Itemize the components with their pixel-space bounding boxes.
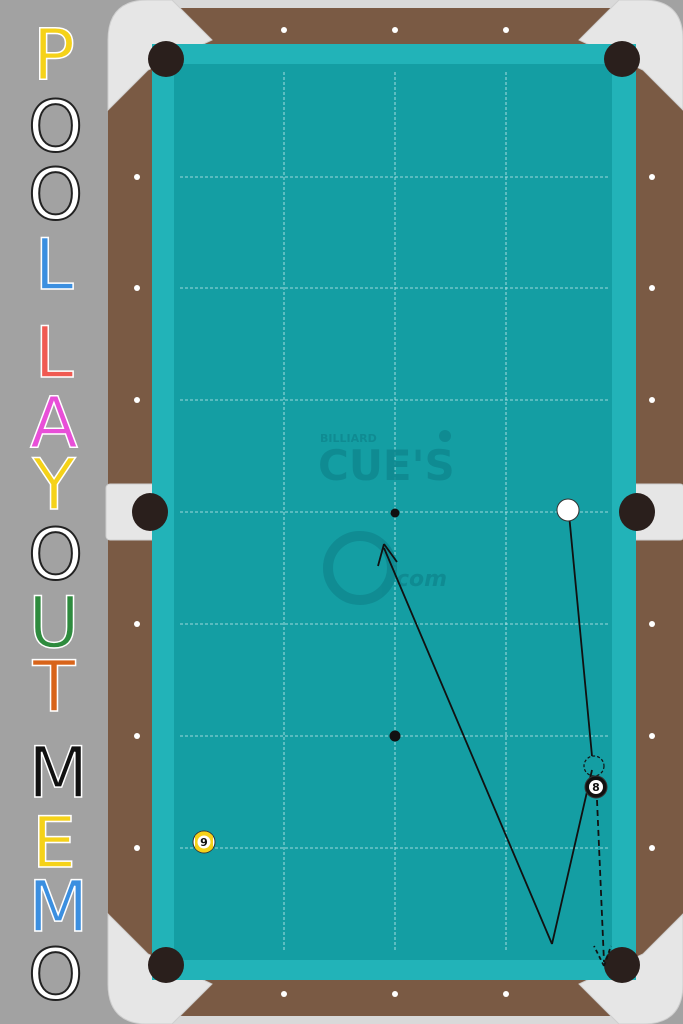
title-letter-12: E: [31, 802, 77, 884]
title-letter-3: O: [27, 154, 84, 236]
title-letter-5: L: [34, 312, 75, 394]
pocket-side-left: [132, 493, 168, 531]
title-letter-10: T: [32, 646, 76, 728]
object-ball-path: [596, 799, 605, 963]
rail-top-edge: [150, 0, 630, 8]
shot-arrow-head: [377, 543, 398, 567]
title-letter-6: A: [29, 382, 78, 464]
logo-line3: com: [396, 567, 447, 592]
title-letter-1: P: [32, 14, 76, 96]
billiard-cues-logo: BILLIARD CUE'S com: [318, 430, 455, 605]
title-letter-9: U: [28, 582, 81, 664]
nine-ball-label: 9: [200, 836, 208, 849]
table-grid: [180, 72, 608, 952]
rail-diamonds: [134, 27, 655, 997]
rail-bottom-edge: [150, 1016, 630, 1024]
pocket-top-right: [604, 41, 640, 77]
object-ball-arrow-head: [593, 945, 612, 967]
foot-spot: [389, 730, 401, 742]
title-letter-2: O: [27, 86, 84, 168]
center-spot: [390, 508, 400, 518]
title-letter-11: M: [27, 732, 89, 814]
shot-path: [383, 513, 593, 945]
logo-line2: CUE'S: [318, 441, 455, 490]
pocket-side-right: [619, 493, 655, 531]
title-letter-8: O: [27, 514, 84, 596]
title-letter-13: M: [27, 866, 89, 948]
nine-ball[interactable]: 9: [192, 830, 216, 854]
eight-ball-label: 8: [592, 781, 600, 794]
pocket-bottom-left: [148, 947, 184, 983]
title-letter-7: Y: [32, 444, 76, 526]
cue-ball[interactable]: [556, 498, 580, 522]
pockets: [132, 41, 655, 983]
pocket-top-left: [148, 41, 184, 77]
logo-line1: BILLIARD: [320, 432, 377, 445]
title-letter-4: L: [34, 224, 75, 306]
title-letter-14: O: [27, 934, 84, 1016]
pocket-bottom-right: [604, 947, 640, 983]
eight-ball[interactable]: 8: [584, 775, 608, 799]
